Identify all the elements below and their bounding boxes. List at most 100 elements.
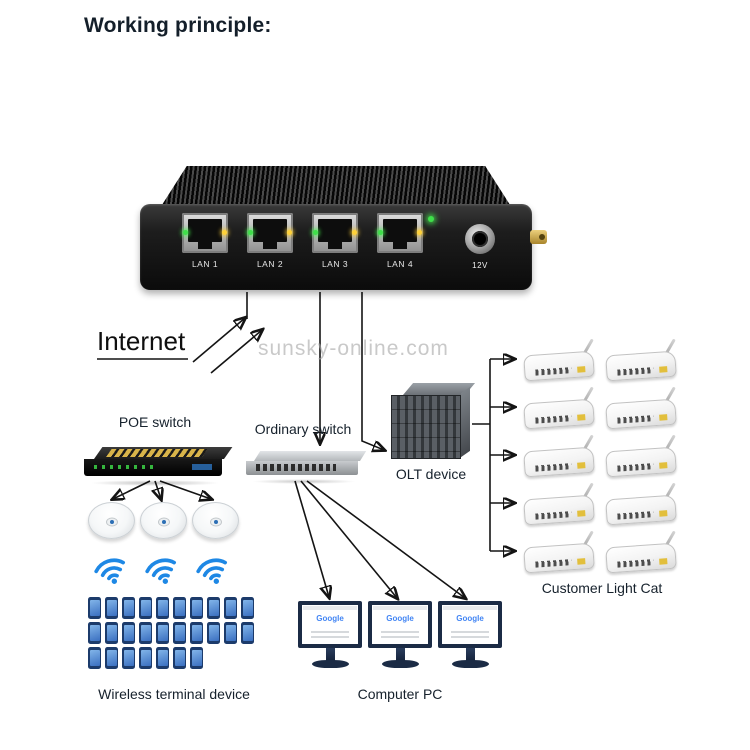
smartphone-icon [241, 622, 254, 644]
screen-line [451, 636, 489, 638]
lan-port-2: LAN 2 [247, 213, 293, 269]
desktop-monitor-icon: Google [368, 601, 435, 675]
shadow [90, 480, 220, 486]
wireless-router-icon [522, 528, 598, 574]
smartphone-icon [190, 622, 203, 644]
wireless-terminal-label: Wireless terminal device [98, 686, 250, 702]
page-title: Working principle: [84, 14, 272, 37]
green-led-icon [313, 230, 318, 235]
router-body [523, 446, 595, 478]
wifi-icon [141, 551, 183, 590]
olt-side [461, 386, 470, 458]
lan-port-label: LAN 2 [256, 259, 284, 269]
rj45-port-icon [182, 213, 228, 253]
monitor-base [382, 660, 419, 668]
olt-device-label: OLT device [395, 466, 467, 482]
monitor-stand [396, 648, 405, 661]
screen-line [311, 636, 349, 638]
poe-switch-ports-icon [106, 449, 208, 457]
router-ports-icon [617, 415, 654, 424]
ap-logo-dot [109, 519, 114, 524]
olt-device [391, 383, 476, 463]
device-front-panel: LAN 1 LAN 2 LAN 3 [140, 204, 532, 290]
wireless-access-point-icon [86, 500, 137, 542]
smartphone-icon [207, 622, 220, 644]
router-port-yellow-icon [659, 366, 668, 373]
router-body [523, 494, 595, 526]
yellow-led-icon [417, 230, 422, 235]
router-port-yellow-icon [659, 558, 668, 565]
router-port-yellow-icon [577, 414, 586, 421]
router-port-yellow-icon [659, 414, 668, 421]
heatsink-fins [161, 166, 511, 206]
wireless-router-icon [604, 384, 680, 430]
monitor-stand [466, 648, 475, 661]
wifi-icon [90, 551, 132, 590]
router-body [605, 494, 677, 526]
wireless-access-point-icon [190, 500, 241, 542]
smartphone-icon [173, 622, 186, 644]
wireless-router-icon [522, 480, 598, 526]
router-port-yellow-icon [577, 510, 586, 517]
router-ports-icon [535, 367, 572, 376]
smartphone-icon [122, 597, 135, 619]
smartphone-icon [190, 597, 203, 619]
green-led-icon [378, 230, 383, 235]
smartphone-icon [190, 647, 203, 669]
router-ports-icon [535, 463, 572, 472]
smartphone-icon [122, 622, 135, 644]
browser-bar [373, 606, 427, 610]
wireless-router-icon [604, 336, 680, 382]
wireless-router-icon [522, 336, 598, 382]
computer-pc-label: Computer PC [357, 686, 443, 702]
router-port-yellow-icon [577, 462, 586, 469]
smartphone-icon [122, 647, 135, 669]
yellow-led-icon [352, 230, 357, 235]
ap-logo-dot [213, 519, 218, 524]
smartphone-icon [88, 597, 101, 619]
router-ports-icon [535, 511, 572, 520]
green-led-icon [183, 230, 188, 235]
screen-line [381, 636, 419, 638]
lan-port-4: LAN 4 [377, 213, 423, 269]
screen-line [451, 631, 489, 633]
router-ports-icon [617, 463, 654, 472]
wireless-router-icon [604, 432, 680, 478]
monitor-screen-text: Google [386, 614, 414, 623]
router-body [523, 398, 595, 430]
network-appliance: LAN 1 LAN 2 LAN 3 [140, 166, 547, 294]
router-ports-icon [617, 511, 654, 520]
customer-light-cat-label: Customer Light Cat [541, 580, 663, 596]
rj45-port-icon [312, 213, 358, 253]
monitor-screen: Google [298, 601, 362, 648]
power-voltage-label: 12V [472, 261, 488, 270]
smartphone-icon [139, 647, 152, 669]
monitor-base [312, 660, 349, 668]
internet-label: Internet [97, 326, 186, 356]
smartphone-icon [224, 622, 237, 644]
lan-port-1: LAN 1 [182, 213, 228, 269]
router-body [523, 542, 595, 574]
green-led-icon [248, 230, 253, 235]
router-body [605, 542, 677, 574]
ordinary-switch-top [254, 451, 367, 461]
browser-bar [303, 606, 357, 610]
monitor-base [452, 660, 489, 668]
ordinary-switch-front [246, 461, 358, 475]
router-ports-icon [617, 559, 654, 568]
ap-logo-dot [161, 519, 166, 524]
smartphone-icon [139, 622, 152, 644]
watermark: sunsky-online.com [258, 337, 449, 360]
computer-monitor-row: Google Google Google [298, 601, 505, 675]
wireless-router-icon [522, 384, 598, 430]
wifi-icon [192, 551, 234, 590]
lan-port-label: LAN 1 [191, 259, 219, 269]
smartphone-icon [105, 647, 118, 669]
smartphone-icon [88, 622, 101, 644]
power-status-led-icon [428, 216, 434, 222]
ordinary-switch-label: Ordinary switch [254, 421, 352, 437]
poe-switch-front [84, 459, 222, 476]
smartphone-icon [105, 597, 118, 619]
smartphone-icon [173, 647, 186, 669]
